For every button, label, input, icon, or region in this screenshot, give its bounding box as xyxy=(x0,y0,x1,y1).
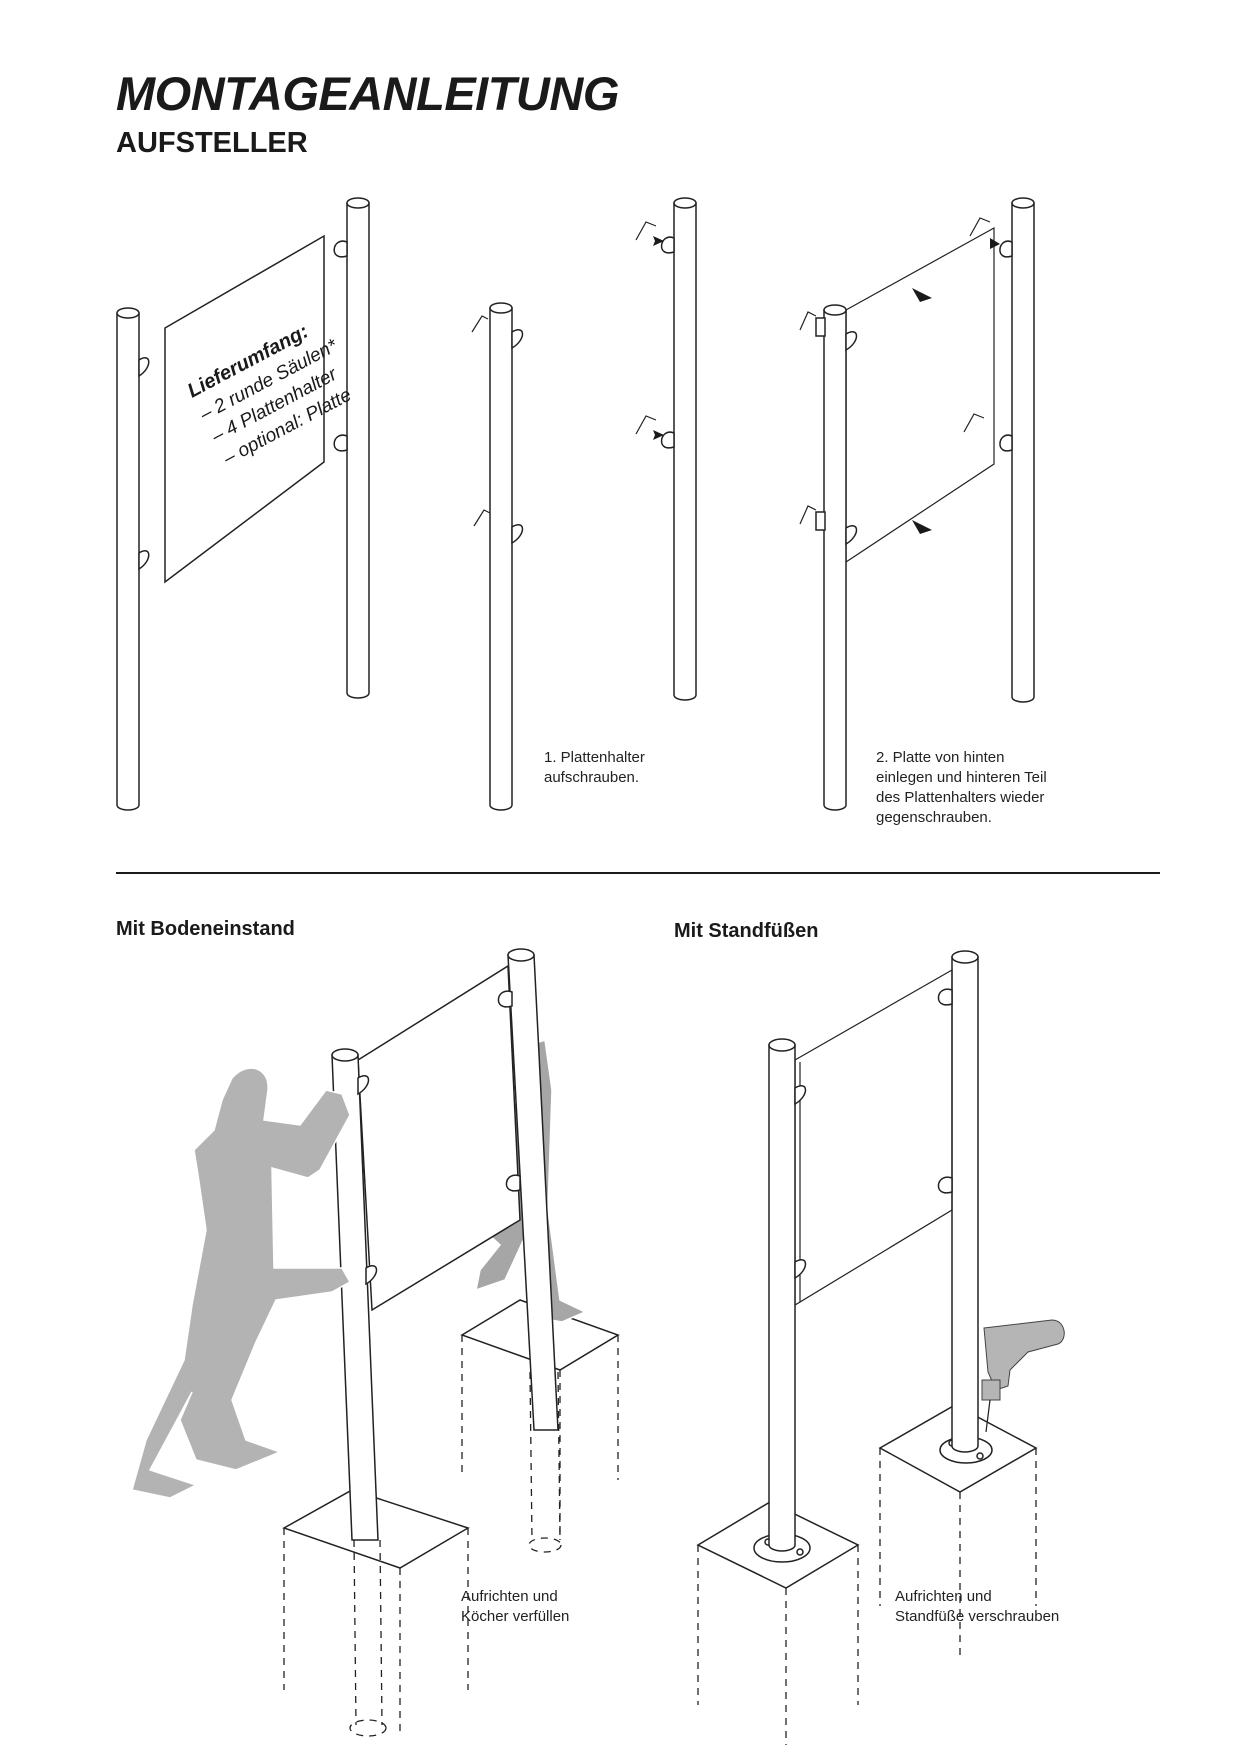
feet-caption: Aufrichten und Standfüße verschrauben xyxy=(895,1587,1059,1627)
step-2-line-1: 2. Platte von hinten xyxy=(876,749,1004,766)
feet-caption-line-1: Aufrichten und xyxy=(895,1588,992,1605)
ground-caption-line-1: Aufrichten und xyxy=(461,1588,558,1605)
ground-caption: Aufrichten und Köcher verfüllen xyxy=(461,1587,569,1627)
scope-of-delivery-text: Lieferumfang: – 2 runde Säulen* – 4 Plat… xyxy=(184,320,355,470)
step-2-line-3: des Plattenhalters wieder xyxy=(876,789,1044,806)
step-1-line-1: 1. Plattenhalter xyxy=(544,749,645,766)
step-2-illustration xyxy=(799,197,1035,811)
step-1-illustration xyxy=(471,197,697,811)
page-subtitle: AUFSTELLER xyxy=(116,127,308,159)
feet-caption-line-2: Standfüße verschrauben xyxy=(895,1608,1060,1625)
step-1-caption: 1. Plattenhalter aufschrauben. xyxy=(544,749,645,786)
section-divider xyxy=(116,872,1160,874)
ground-installation-illustration xyxy=(131,948,620,1737)
ground-caption-line-2: Köcher verfüllen xyxy=(461,1608,570,1625)
step-1-line-2: aufschrauben. xyxy=(544,769,639,786)
feet-installation-illustration xyxy=(696,950,1065,1745)
section-title-feet: Mit Standfüßen xyxy=(674,920,819,942)
step-2-line-2: einlegen und hinteren Teil xyxy=(876,769,1047,786)
step-2-line-4: gegenschrauben. xyxy=(876,809,992,826)
section-title-ground: Mit Bodeneinstand xyxy=(116,918,295,940)
overview-illustration xyxy=(116,197,370,811)
step-2-caption: 2. Platte von hinten einlegen und hinter… xyxy=(876,749,1047,826)
page-title: MONTAGEANLEITUNG xyxy=(116,67,619,120)
